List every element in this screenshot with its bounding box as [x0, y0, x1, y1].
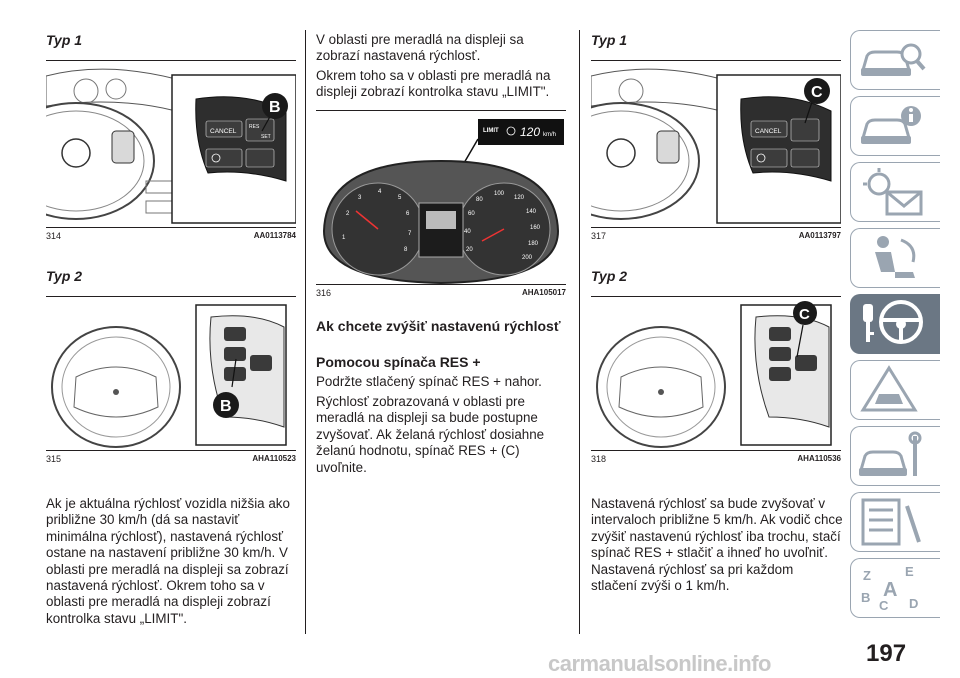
tab-emergency[interactable]: [850, 360, 940, 420]
speed-unit: km/h: [543, 132, 556, 138]
svg-text:8: 8: [404, 247, 408, 253]
svg-text:100: 100: [494, 191, 505, 197]
callout-b: B: [220, 398, 232, 415]
figure-number: 318: [591, 454, 607, 464]
set-switch-label: SET: [261, 134, 271, 140]
section-label-typ-1: Typ 1: [591, 32, 628, 48]
svg-text:2: 2: [346, 211, 350, 217]
svg-text:60: 60: [468, 211, 475, 217]
figure-317: CANCEL C: [591, 60, 841, 228]
figure-318: C: [591, 296, 841, 451]
svg-text:140: 140: [526, 209, 537, 215]
cancel-switch-label: CANCEL: [210, 128, 237, 135]
page-number: 197: [866, 640, 907, 667]
svg-text:C: C: [879, 598, 889, 613]
svg-text:5: 5: [398, 195, 402, 201]
checklist-tools-icon: [861, 498, 921, 546]
figure-code: AHA105017: [521, 288, 566, 297]
svg-text:4: 4: [378, 189, 382, 195]
body-paragraph: Rýchlosť zobrazovaná v oblasti pre merad…: [316, 394, 545, 475]
tab-technical-data[interactable]: [850, 492, 940, 552]
column-separator: [579, 30, 580, 634]
svg-text:A: A: [883, 579, 897, 601]
figure-caption-317: 317 AA0113797: [591, 231, 841, 241]
body-paragraph: V oblasti pre meradlá na displeji sa zob…: [316, 32, 524, 64]
body-paragraph: Okrem toho sa v oblasti pre meradlá na d…: [316, 68, 551, 100]
svg-text:Z: Z: [863, 568, 871, 583]
figure-code: AA0113797: [798, 231, 841, 240]
section-subheading: Pomocou spínača RES +: [316, 354, 481, 370]
tab-index[interactable]: Z E B C D A: [850, 558, 940, 618]
tab-starting-driving[interactable]: [850, 294, 940, 354]
car-info-icon: [861, 106, 921, 144]
car-tools-icon: [859, 431, 922, 476]
figure-code: AHA110523: [252, 454, 296, 463]
svg-text:160: 160: [530, 225, 541, 231]
body-paragraph: Podržte stlačený spínač RES + nahor.: [316, 374, 542, 389]
svg-text:180: 180: [528, 241, 539, 247]
steering-wheel-illustration: CANCEL C: [591, 68, 841, 224]
figure-number: 315: [46, 454, 62, 464]
section-label-typ-1: Typ 1: [46, 32, 83, 48]
svg-text:6: 6: [406, 211, 410, 217]
set-speed-readout: 120: [520, 125, 540, 139]
watermark: carmanualsonline.info: [548, 651, 772, 676]
callout-b: B: [269, 99, 281, 116]
tab-car-info[interactable]: [850, 96, 940, 156]
steering-wheel-illustration: B: [51, 304, 287, 448]
svg-text:20: 20: [466, 247, 473, 253]
callout-c: C: [811, 84, 823, 101]
body-paragraph: Nastavená rýchlosť sa bude zvyšovať v in…: [591, 496, 843, 594]
index-letters-icon: Z E B C D A: [861, 564, 918, 613]
svg-text:7: 7: [408, 231, 412, 237]
figure-314: CANCEL RES SET B: [46, 60, 296, 228]
tab-safety[interactable]: [850, 228, 940, 288]
figure-315: B: [46, 296, 296, 451]
tab-maintenance[interactable]: [850, 426, 940, 486]
svg-text:3: 3: [358, 195, 362, 201]
key-steering-wheel-icon: [863, 300, 923, 344]
instrument-cluster-illustration: LIMIT 120 km/h 1 2 3 4 5 6 7 8 20 40 60 80 100 12…: [322, 119, 564, 284]
figure-number: 317: [591, 231, 607, 241]
section-label-typ-2: Typ 2: [591, 268, 628, 284]
section-label-typ-2: Typ 2: [46, 268, 83, 284]
limit-indicator: LIMIT: [483, 128, 499, 134]
tab-car-search[interactable]: [850, 30, 940, 90]
figure-code: AHA110536: [797, 454, 841, 463]
warning-triangle-car-icon: [860, 365, 918, 412]
callout-c: C: [799, 306, 810, 323]
figure-caption-314: 314 AA0113784: [46, 231, 296, 241]
figure-code: AA0113784: [253, 231, 296, 240]
body-paragraph: Ak je aktuálna rýchlosť vozidla nižšia a…: [46, 496, 290, 626]
figure-caption-316: 316 AHA105017: [316, 288, 566, 298]
car-search-icon: [861, 43, 926, 76]
figure-316: LIMIT 120 km/h 1 2 3 4 5 6 7 8 20 40 60 80 100 12…: [316, 110, 566, 285]
cancel-switch-label: CANCEL: [755, 128, 782, 135]
svg-text:E: E: [905, 564, 914, 579]
svg-text:120: 120: [514, 195, 525, 201]
seat-airbag-icon: [875, 236, 916, 278]
steering-wheel-illustration: CANCEL RES SET B: [46, 68, 296, 224]
figure-caption-315: 315 AHA110523: [46, 454, 296, 464]
steering-wheel-illustration: C: [596, 301, 832, 448]
svg-text:D: D: [909, 596, 918, 611]
svg-text:200: 200: [522, 255, 533, 261]
svg-text:1: 1: [342, 235, 346, 241]
svg-text:80: 80: [476, 197, 483, 203]
res-switch-label: RES: [249, 124, 260, 130]
svg-text:40: 40: [464, 229, 471, 235]
figure-caption-318: 318 AHA110536: [591, 454, 841, 464]
tab-warning-lights[interactable]: [850, 162, 940, 222]
figure-number: 316: [316, 288, 332, 298]
svg-text:B: B: [861, 590, 870, 605]
column-separator: [305, 30, 306, 634]
section-heading: Ak chcete zvýšiť nastavenú rýchlosť: [316, 318, 561, 334]
figure-number: 314: [46, 231, 62, 241]
warning-light-mail-icon: [863, 168, 923, 216]
